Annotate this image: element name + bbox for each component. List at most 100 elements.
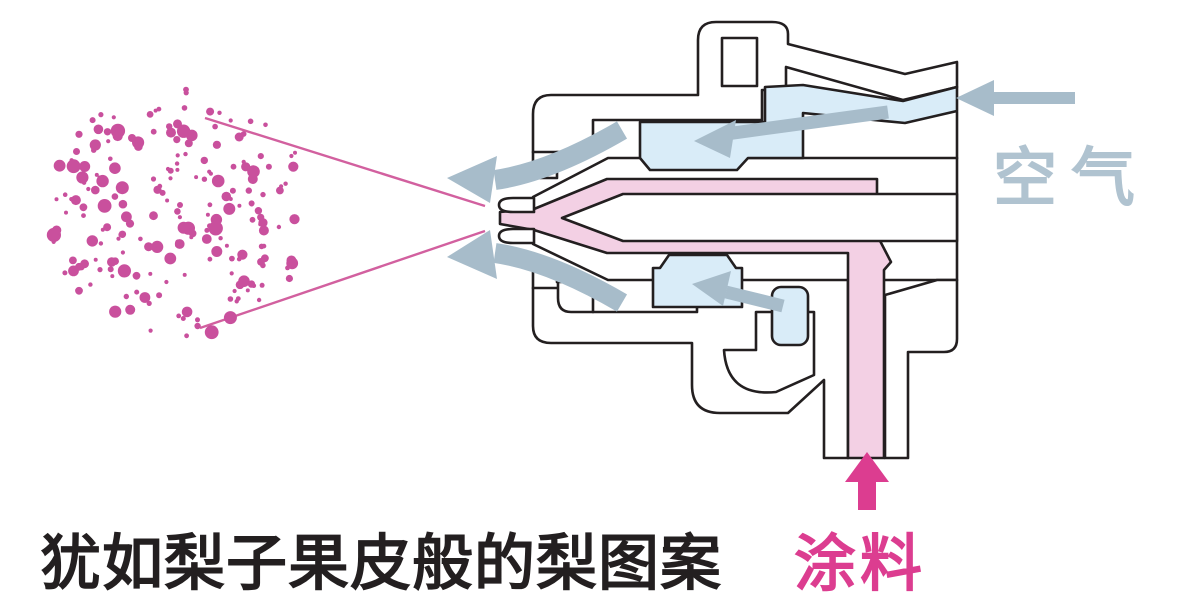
air-arrow-lower-shaft (724, 285, 785, 313)
spray-dot (176, 313, 182, 319)
spray-dot (165, 198, 170, 203)
spray-dot (86, 186, 91, 192)
spray-dot (205, 212, 210, 217)
spray-dot (107, 266, 114, 273)
spray-dot (79, 203, 88, 212)
spray-dot (150, 176, 157, 182)
spray-dot (97, 267, 103, 273)
spray-dot (212, 140, 221, 149)
spray-dot (75, 286, 83, 295)
spray-dot (79, 173, 84, 178)
spray-dot (93, 124, 104, 135)
air-arrow-upper-head (694, 120, 736, 158)
spray-dot (174, 208, 181, 215)
spray-dot (54, 197, 59, 202)
spray-dot (194, 175, 199, 180)
air-swoosh-upper-head (447, 156, 497, 203)
spray-dot (247, 118, 254, 125)
spray-dot (230, 163, 237, 170)
spray-dot (75, 130, 83, 138)
spray-dot (51, 239, 56, 244)
spray-dot (286, 257, 299, 270)
spray-dot (103, 128, 112, 136)
spray-dot (245, 288, 250, 293)
spray-dot (106, 139, 111, 144)
spray-dot (118, 230, 127, 238)
spray-dot (201, 176, 208, 182)
air-flow-arrows (447, 80, 1075, 313)
paint-arrow-shaft (858, 476, 876, 510)
spray-dot (237, 249, 248, 260)
spray-dot (115, 181, 129, 195)
spray-dot (204, 325, 219, 340)
spray-dot (265, 163, 272, 170)
paint-inlet-arrow (845, 452, 889, 510)
spray-dot (96, 174, 109, 188)
spray-dot (138, 236, 143, 242)
spray-dot (207, 256, 213, 262)
spray-dot (183, 86, 189, 93)
spray-dot (206, 107, 215, 116)
air-swoosh-lower-head (447, 230, 497, 279)
spray-dot (132, 271, 141, 280)
spray-dot (64, 210, 68, 215)
spray-dot (173, 136, 181, 144)
spray-dot (276, 224, 282, 230)
spray-dot (88, 282, 93, 287)
spray-dot (177, 215, 182, 220)
spray-dot (258, 225, 269, 236)
spray-dot (73, 148, 80, 155)
spray-dot (144, 242, 154, 252)
spray-dot (51, 225, 62, 235)
spray-dot (134, 289, 140, 295)
spray-dot (81, 180, 87, 185)
spray-dot (204, 227, 210, 233)
spray-dot (227, 296, 234, 302)
spray-dot (79, 161, 91, 172)
spray-dot (167, 167, 174, 174)
spray-dot (235, 280, 245, 290)
spray-dot (115, 126, 121, 133)
spray-dot (228, 118, 233, 123)
spray-dot (93, 257, 98, 262)
spray-dot (195, 317, 200, 323)
spray-dot (232, 288, 237, 294)
spray-dot (173, 119, 182, 129)
spray-dot (125, 304, 136, 315)
spray-dot (289, 153, 294, 159)
lower-hook-channel (556, 280, 595, 314)
top-tube-slot (720, 36, 759, 88)
spray-dot (112, 130, 123, 142)
spray-dot (288, 161, 299, 172)
spray-dot (91, 185, 100, 195)
spray-dot (245, 187, 252, 194)
spray-dot (247, 165, 260, 178)
spray-dot (229, 255, 235, 262)
spray-dot (94, 172, 99, 177)
spray-dot (153, 243, 158, 248)
spray-dot (221, 191, 232, 202)
paint-channel (498, 177, 893, 460)
paint-needle (560, 192, 959, 243)
spray-dot (116, 236, 121, 241)
spray-dot (156, 292, 163, 299)
spray-dot (257, 258, 265, 266)
air-swoosh-upper (493, 121, 628, 190)
spray-dot (251, 283, 257, 289)
spray-dot (118, 199, 128, 209)
spray-dot (285, 274, 293, 283)
air-swoosh-lower (493, 243, 628, 312)
spray-dot (168, 176, 173, 181)
spray-dot (181, 306, 193, 318)
spray-dot (166, 123, 173, 130)
spray-dot (211, 246, 223, 257)
spray-dot (164, 252, 177, 265)
spray-dot (229, 187, 236, 194)
spray-dot (182, 272, 187, 277)
air-label: 空气 (993, 142, 1149, 216)
spray-dot (224, 243, 229, 248)
spray-dot (134, 142, 143, 151)
spray-dot (258, 218, 268, 228)
spray-dot (276, 186, 284, 195)
